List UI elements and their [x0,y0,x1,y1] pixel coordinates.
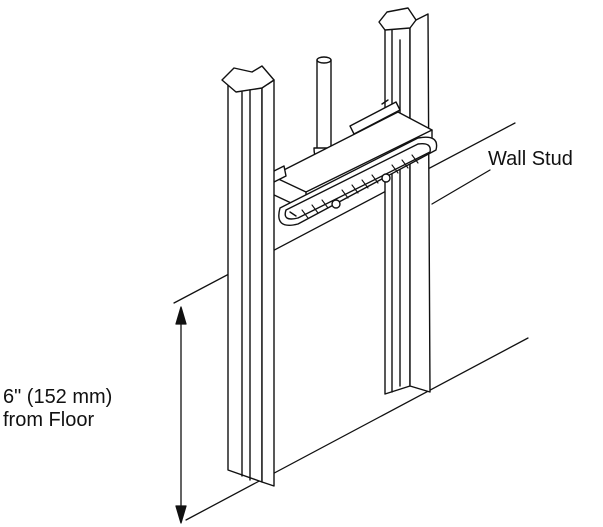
wall-stud-label: Wall Stud [488,148,573,170]
drain-grate [278,136,438,226]
mounting-box [271,99,433,211]
height-label-line1: 6" (152 mm) [3,386,113,408]
grate-slots [301,154,419,219]
height-label: 6" (152 mm) from Floor [3,386,112,432]
wall-stud-leader-line [431,169,491,205]
height-dimension [175,306,187,524]
height-label-line2: from Floor [3,409,95,431]
left-wall-stud [221,65,275,487]
right-wall-stud [378,7,431,395]
grate-screw-right [381,173,391,183]
grate-screw-left [331,199,341,209]
floor-line [185,337,529,521]
